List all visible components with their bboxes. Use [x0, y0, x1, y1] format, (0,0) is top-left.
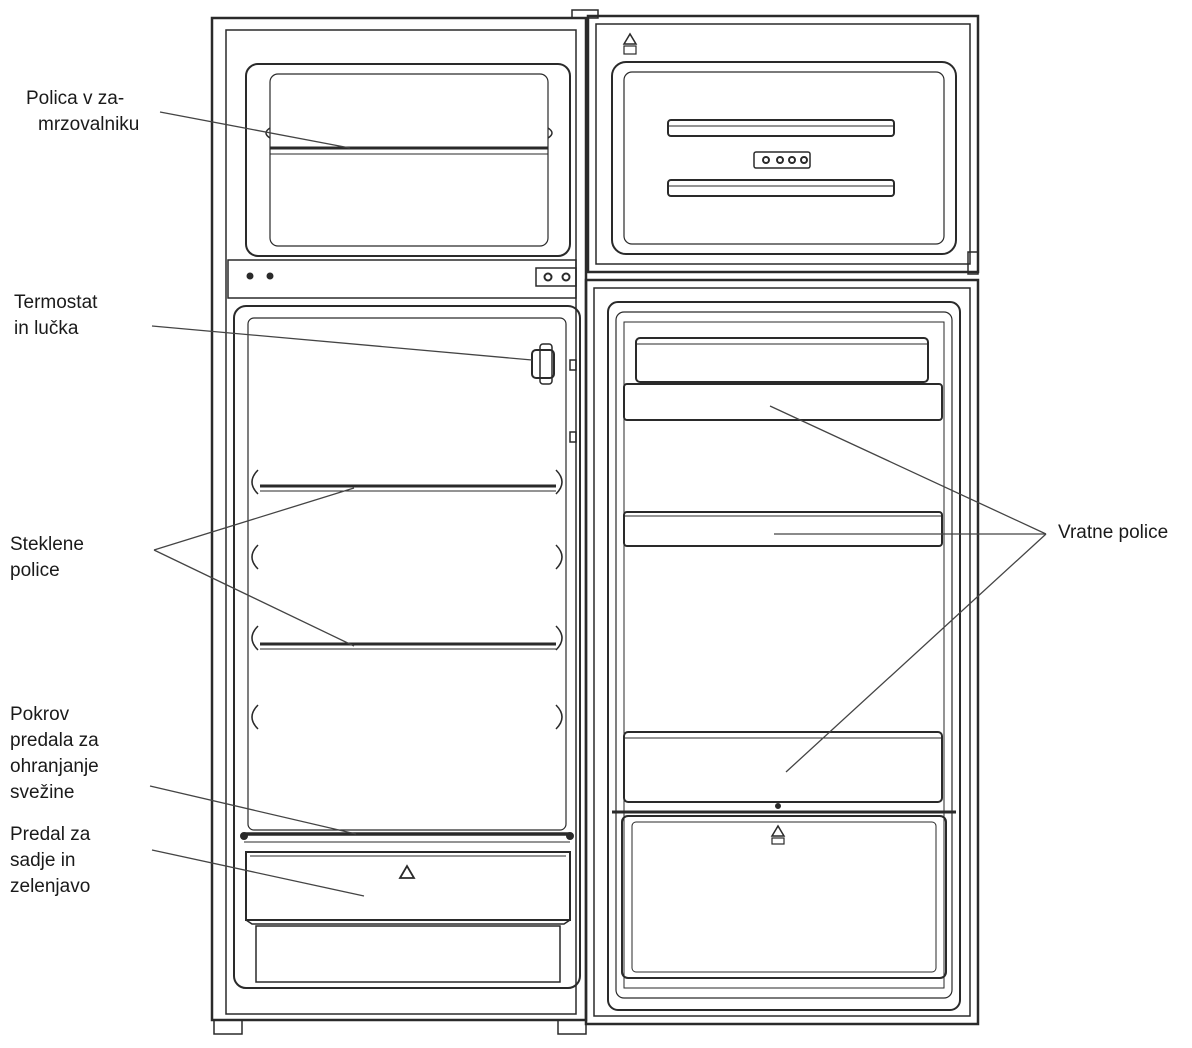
freezer-shelf [270, 146, 548, 155]
label-crisper-drawer-line-2: sadje in [10, 850, 76, 871]
leader-thermostat [151, 325, 533, 361]
fridge-cabinet [210, 16, 588, 1035]
leader-crisper-cover [149, 785, 357, 835]
label-door-shelves: Vratne police [1058, 520, 1168, 546]
label-crisper-cover-line-2: predala za [10, 730, 99, 751]
leader-crisper-drawer [151, 849, 365, 897]
label-glass-shelves: Steklene police [10, 532, 84, 584]
label-crisper-cover-line-3: ohranjanje [10, 756, 99, 777]
crisper-drawer [245, 851, 571, 983]
freezer-door [571, 9, 980, 275]
control-strip [227, 259, 577, 299]
label-thermostat: Termostat in lučka [14, 290, 97, 342]
leader-glass-shelf-lower [153, 549, 355, 647]
leader-glass-shelf-upper [153, 487, 355, 551]
glass-shelf-lower [260, 642, 556, 650]
label-freezer-shelf: Polica v za- mrzovalniku [26, 86, 139, 138]
display-panel [753, 151, 811, 169]
recycle-icon [622, 32, 638, 45]
label-crisper-drawer-line-3: zelenjavo [10, 876, 91, 897]
label-crisper-drawer: Predal za sadje in zelenjavo [10, 822, 90, 900]
label-crisper-cover-line-4: svežine [10, 782, 75, 803]
label-door-shelves-line-1: Vratne police [1058, 522, 1169, 543]
leader-door-shelf-lower [785, 533, 1047, 773]
label-thermostat-line-2: in lučka [14, 318, 79, 339]
leader-freezer-shelf [159, 111, 351, 149]
leader-door-shelf-upper [769, 405, 1047, 535]
label-glass-shelves-line-2: police [10, 560, 60, 581]
thermostat-lamp [531, 343, 577, 443]
label-thermostat-line-1: Termostat [14, 292, 98, 313]
fridge-compartment [233, 305, 581, 989]
label-freezer-shelf-line-1: Polica v za- [26, 88, 125, 109]
fridge-door [584, 278, 980, 1026]
label-crisper-cover: Pokrov predala za ohranjanje svežine [10, 702, 99, 806]
door-shelf-bottom [612, 803, 956, 979]
door-shelf-2 [623, 511, 943, 547]
recycle-icon [398, 864, 416, 879]
door-shelf-1 [623, 337, 943, 421]
label-crisper-cover-line-1: Pokrov [10, 704, 70, 725]
freezer-compartment [245, 63, 571, 257]
door-shelf-3 [623, 731, 943, 803]
crisper-cover [240, 832, 574, 843]
recycle-icon [770, 824, 786, 837]
label-crisper-drawer-line-1: Predal za [10, 824, 91, 845]
glass-shelf-upper [260, 484, 556, 492]
label-freezer-shelf-line-2: mrzovalniku [38, 114, 140, 135]
label-glass-shelves-line-1: Steklene [10, 534, 84, 555]
